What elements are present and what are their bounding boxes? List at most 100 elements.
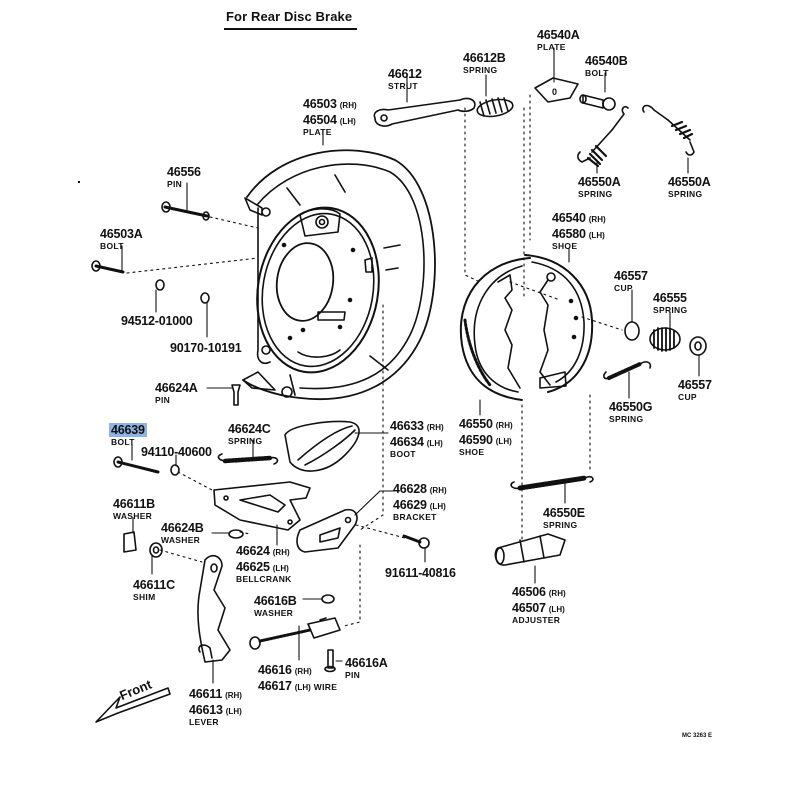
svg-text:0: 0 xyxy=(552,87,557,97)
part-number-lh: 46613 xyxy=(189,703,223,717)
part-label-46628[interactable]: 46628(RH) 46629(LH) BRACKET xyxy=(393,481,447,522)
part-label-46550e[interactable]: 46550E SPRING xyxy=(543,505,585,530)
hold-down-spring-drawing[interactable] xyxy=(649,327,681,352)
part-number: 46624A xyxy=(155,381,198,395)
part-label-46503[interactable]: 46503(RH) 46504(LH) PLATE xyxy=(303,96,357,137)
part-label-46612[interactable]: 46612 STRUT xyxy=(388,66,422,91)
part-label-94512-01000[interactable]: 94512-01000 xyxy=(121,313,193,329)
part-number: 46550A xyxy=(668,175,711,189)
part-label-46611c[interactable]: 46611C SHIM xyxy=(133,577,175,602)
bellcrank-washer-drawing[interactable] xyxy=(228,529,244,539)
part-number-highlighted: 46639 xyxy=(109,423,147,437)
part-name: SPRING xyxy=(228,436,263,446)
plate-bolt-drawing[interactable] xyxy=(91,260,125,274)
part-label-46624c[interactable]: 46624C SPRING xyxy=(228,421,271,446)
part-name: SHOE xyxy=(552,241,578,251)
side-rh: (RH) xyxy=(548,589,566,598)
part-number: 46557 xyxy=(614,269,648,283)
part-label-46556[interactable]: 46556 PIN xyxy=(167,164,201,189)
part-label-94110-40600[interactable]: 94110-40600 xyxy=(141,444,212,460)
part-label-46550a-1[interactable]: 46550A SPRING xyxy=(578,174,621,199)
part-name: SPRING xyxy=(668,189,703,199)
return-spring-a-1-drawing[interactable] xyxy=(577,105,629,168)
lever-drawing[interactable] xyxy=(197,554,231,663)
part-name: PIN xyxy=(155,395,171,405)
part-name: SPRING xyxy=(578,189,613,199)
part-label-46506[interactable]: 46506(RH) 46507(LH) ADJUSTER xyxy=(512,584,566,625)
part-number-lh: 46507 xyxy=(512,601,546,615)
part-label-46503a[interactable]: 46503A BOLT xyxy=(100,226,143,251)
part-label-46555[interactable]: 46555 SPRING xyxy=(653,290,687,315)
part-name: BELLCRANK xyxy=(236,574,292,584)
side-lh: (LH) xyxy=(426,439,443,448)
part-name: BOLT xyxy=(111,437,135,447)
part-label-46550[interactable]: 46550(RH) 46590(LH) SHOE xyxy=(459,416,513,457)
side-lh: (LH) xyxy=(272,564,289,573)
brake-shoe-drawing[interactable] xyxy=(459,254,594,401)
part-label-46557-2[interactable]: 46557 CUP xyxy=(678,377,712,402)
bolt-46639-drawing[interactable] xyxy=(113,456,160,474)
part-label-46612b[interactable]: 46612B SPRING xyxy=(463,50,506,75)
part-number-lh: 46590 xyxy=(459,433,493,447)
strut-spring-drawing[interactable] xyxy=(476,97,514,119)
part-label-46540a[interactable]: 46540A PLATE xyxy=(537,27,580,52)
nut-drawing[interactable] xyxy=(200,292,210,304)
part-label-46540b[interactable]: 46540B BOLT xyxy=(585,53,628,78)
part-label-46639[interactable]: 46639 BOLT xyxy=(109,422,147,447)
part-label-46624b[interactable]: 46624B WASHER xyxy=(161,520,204,545)
nut-94110-drawing[interactable] xyxy=(170,464,180,476)
part-label-46540[interactable]: 46540(RH) 46580(LH) SHOE xyxy=(552,210,606,251)
boot-drawing[interactable] xyxy=(284,420,360,472)
wire-pin-drawing[interactable] xyxy=(324,649,336,673)
part-label-90170-10191[interactable]: 90170-10191 xyxy=(170,340,242,356)
part-number: 46611C xyxy=(133,578,175,592)
adjuster-drawing[interactable] xyxy=(494,533,566,566)
part-label-46633[interactable]: 46633(RH) 46634(LH) BOOT xyxy=(390,418,444,459)
part-name: SHIM xyxy=(133,592,156,602)
part-label-46611[interactable]: 46611(RH) 46613(LH) LEVER xyxy=(189,686,242,727)
part-number: 91611-40816 xyxy=(385,566,456,580)
cup-1-drawing[interactable] xyxy=(624,321,640,341)
adjuster-spring-drawing[interactable] xyxy=(510,475,594,491)
lever-washer-drawing[interactable] xyxy=(123,531,137,553)
cup-2-drawing[interactable] xyxy=(689,336,707,356)
side-lh: (LH) xyxy=(429,502,446,511)
bellcrank-spring-drawing[interactable] xyxy=(217,453,279,465)
shoe-bolt-drawing[interactable] xyxy=(579,94,616,111)
part-label-46557-1[interactable]: 46557 CUP xyxy=(614,268,648,293)
side-lh: (LH) xyxy=(588,231,605,240)
part-label-46616a[interactable]: 46616A PIN xyxy=(345,655,388,680)
spring-g-drawing[interactable] xyxy=(603,361,652,380)
bracket-drawing[interactable] xyxy=(296,508,358,553)
leader-lines xyxy=(121,47,700,684)
return-spring-a-2-drawing[interactable] xyxy=(642,104,695,156)
part-label-46550a-2[interactable]: 46550A SPRING xyxy=(668,174,711,199)
part-number-rh: 46633 xyxy=(390,419,424,433)
part-number: 46550A xyxy=(578,175,621,189)
part-number-lh: 46504 xyxy=(303,113,337,127)
strut-drawing[interactable] xyxy=(373,97,476,127)
part-label-46624a[interactable]: 46624A PIN xyxy=(155,380,198,405)
side-rh: (RH) xyxy=(339,101,357,110)
part-label-46550g[interactable]: 46550G SPRING xyxy=(609,399,652,424)
lever-pin-drawing[interactable] xyxy=(231,384,241,406)
part-label-46624[interactable]: 46624(RH) 46625(LH) BELLCRANK xyxy=(236,543,292,584)
side-rh: (RH) xyxy=(588,215,606,224)
wire-drawing[interactable] xyxy=(249,617,341,650)
shoe-plate-drawing[interactable]: 0 xyxy=(534,77,579,103)
bracket-bolt-drawing[interactable] xyxy=(402,534,430,549)
part-name: BRACKET xyxy=(393,512,437,522)
part-label-91611-40816[interactable]: 91611-40816 xyxy=(385,565,456,581)
bellcrank-drawing[interactable] xyxy=(213,481,311,531)
stray-dot xyxy=(78,181,80,183)
part-label-46616b[interactable]: 46616B WASHER xyxy=(254,593,297,618)
pin-drawing[interactable] xyxy=(161,201,210,221)
part-number-rh: 46624 xyxy=(236,544,270,558)
part-name: SHOE xyxy=(459,447,485,457)
part-label-46611b[interactable]: 46611B WASHER xyxy=(113,496,155,521)
backing-plate-drawing[interactable] xyxy=(242,149,436,400)
lock-washer-drawing[interactable] xyxy=(155,279,165,291)
part-label-46616[interactable]: 46616(RH) 46617(LH)WIRE xyxy=(258,662,337,694)
wire-washer-drawing[interactable] xyxy=(321,594,335,604)
